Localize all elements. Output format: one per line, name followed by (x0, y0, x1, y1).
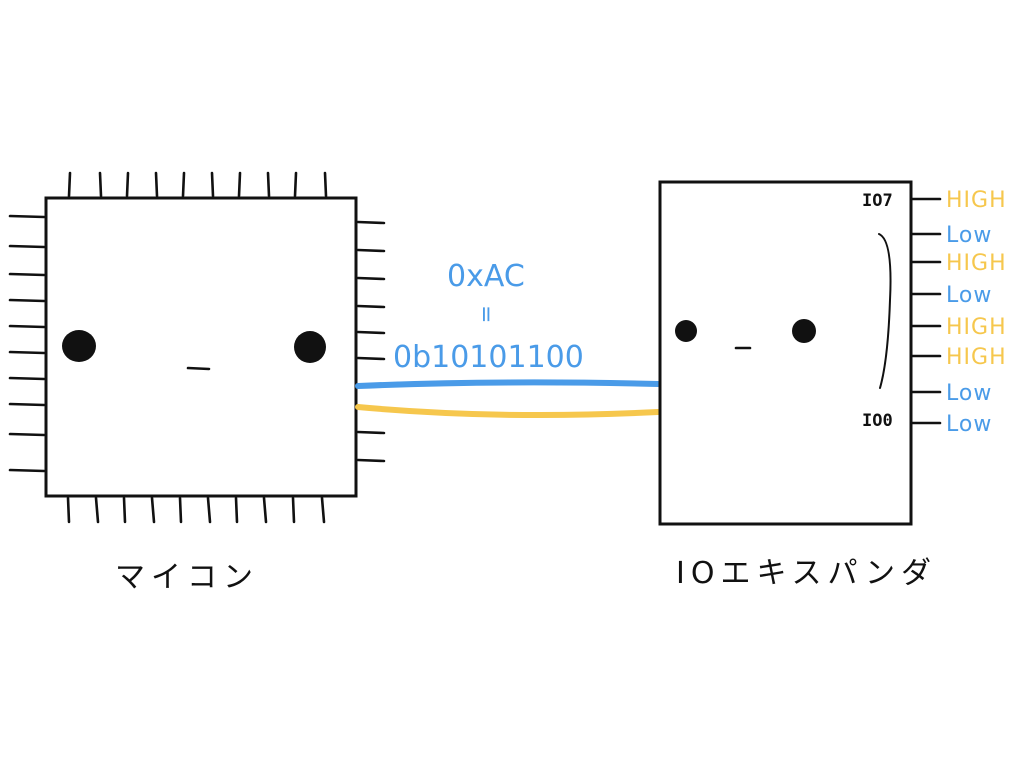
microcontroller-top-pin (210, 171, 215, 198)
io-range-brace (878, 233, 892, 389)
microcontroller-right-pin (356, 356, 386, 361)
microcontroller: マイコン (8, 171, 386, 595)
microcontroller-label: マイコン (115, 560, 259, 595)
microcontroller-left-pin (8, 432, 46, 437)
io-expander-top-pin-label: IO7 (862, 191, 893, 211)
microcontroller-bottom-pin (66, 496, 71, 524)
io-expander-bottom-pin-label: IO0 (862, 411, 893, 431)
microcontroller-left-pin (8, 244, 46, 249)
microcontroller-left-pin (8, 376, 46, 381)
microcontroller-top-pin (67, 171, 72, 198)
microcontroller-top-pin (98, 171, 103, 198)
io-expander-left-eye (675, 320, 697, 342)
microcontroller-bottom-pin (320, 496, 326, 524)
microcontroller-left-pin (8, 468, 46, 473)
microcontroller-right-pin (356, 330, 386, 335)
microcontroller-top-pin (237, 171, 242, 198)
bus-wires (355, 379, 661, 419)
microcontroller-left-eye (62, 330, 96, 362)
microcontroller-right-eye (294, 331, 326, 363)
microcontroller-left-pin (8, 350, 46, 355)
microcontroller-left-pin (8, 272, 46, 277)
io-expander-right-eye (792, 319, 816, 343)
io-pin-level: HIGH (946, 188, 1007, 213)
microcontroller-top-pin (181, 171, 186, 198)
microcontroller-left-pin (8, 298, 46, 303)
microcontroller-bottom-pin (206, 496, 212, 524)
microcontroller-right-pin (356, 248, 386, 253)
microcontroller-bottom-pin (94, 496, 100, 524)
microcontroller-bottom-pin (178, 496, 183, 524)
microcontroller-top-pin (323, 171, 328, 198)
microcontroller-top-pin (154, 171, 159, 198)
microcontroller-bottom-pin (291, 496, 296, 524)
bus-value: 0xAC = 0b10101100 (393, 259, 584, 375)
microcontroller-right-pin (356, 276, 386, 281)
microcontroller-right-pin (356, 458, 386, 463)
microcontroller-top-pin (266, 171, 271, 198)
io-pin-level: Low (946, 223, 992, 248)
microcontroller-bottom-pin (234, 496, 239, 524)
io-expander-body (658, 180, 913, 526)
io-pin-level: HIGH (946, 315, 1007, 340)
bus-binary-value: 0b10101100 (393, 340, 584, 375)
io-pin-level: HIGH (946, 345, 1007, 370)
microcontroller-left-pin (8, 214, 46, 219)
io-pin-level: Low (946, 381, 992, 406)
microcontroller-bottom-pin (122, 496, 127, 524)
io-pin-level: Low (946, 412, 992, 437)
microcontroller-pins (8, 171, 386, 524)
bus-hex-value: 0xAC (447, 259, 525, 294)
microcontroller-bottom-pin (150, 496, 156, 524)
bus-wire-yellow (355, 404, 661, 419)
microcontroller-bottom-pin (262, 496, 268, 524)
microcontroller-left-pin (8, 324, 46, 329)
io-expander-pins (910, 197, 942, 425)
io-expander-label: IOエキスパンダ (676, 556, 937, 591)
microcontroller-face (62, 330, 326, 371)
io-pin-level: Low (946, 283, 992, 308)
microcontroller-right-pin (356, 430, 386, 435)
io-expander-face (675, 319, 816, 350)
bus-equals-sign: = (473, 305, 498, 323)
microcontroller-top-pin (293, 171, 298, 198)
io-pin-level: HIGH (946, 251, 1007, 276)
microcontroller-left-pin (8, 402, 46, 407)
microcontroller-right-pin (356, 304, 386, 309)
bus-wire-blue (355, 379, 661, 389)
microcontroller-right-pin (356, 220, 386, 225)
microcontroller-top-pin (125, 171, 130, 198)
microcontroller-mouth (186, 366, 211, 371)
